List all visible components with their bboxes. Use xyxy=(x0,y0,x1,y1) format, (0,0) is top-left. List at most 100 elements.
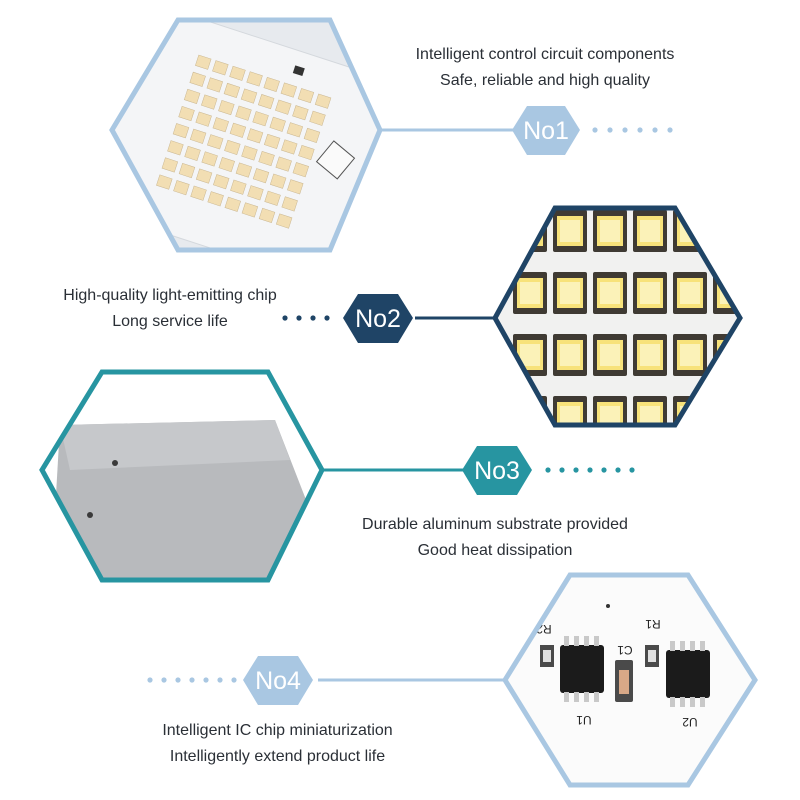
led-chip xyxy=(212,60,229,76)
led-module-image xyxy=(112,20,380,250)
led-chip xyxy=(173,180,190,196)
led-chip xyxy=(161,157,179,173)
hexagon-frame xyxy=(502,572,758,788)
led-chip xyxy=(207,134,224,150)
led-chip xyxy=(275,156,292,172)
led-chip xyxy=(189,71,206,87)
led-chip xyxy=(258,207,276,224)
led-chip xyxy=(673,334,707,376)
led-chip xyxy=(673,458,707,500)
led-chip xyxy=(230,179,247,195)
led-chip xyxy=(281,196,298,212)
led-chip-closeup-image xyxy=(495,208,747,500)
board-label-c1: C1 xyxy=(617,643,633,657)
feature-1-line-2: Safe, reliable and high quality xyxy=(440,72,650,89)
feature-2-line-2: Long service life xyxy=(112,313,228,330)
led-chip xyxy=(713,210,740,252)
led-chip xyxy=(281,139,298,155)
led-chip xyxy=(229,65,246,81)
badge-label: No3 xyxy=(474,457,520,485)
feature-3-line-1: Durable aluminum substrate provided xyxy=(362,516,628,533)
feature-2-line-1: High-quality light-emitting chip xyxy=(63,287,277,304)
led-chip xyxy=(167,140,184,156)
board-label-u2: U2 xyxy=(682,715,698,729)
hexagon-frame xyxy=(492,205,743,428)
badge-label: No1 xyxy=(523,117,569,145)
led-chip xyxy=(172,123,190,139)
feature-2-description: High-quality light-emitting chip Long se… xyxy=(30,283,310,335)
ic-chip-u2 xyxy=(666,641,710,707)
led-chip xyxy=(246,128,264,144)
feature-4-line-1: Intelligent IC chip miniaturization xyxy=(162,722,393,739)
feature-1: No1 xyxy=(109,17,673,253)
led-chip xyxy=(195,54,212,70)
dot-trail xyxy=(592,127,673,133)
badge-label: No4 xyxy=(255,667,301,695)
badge-no2: No2 xyxy=(343,294,413,343)
led-chip xyxy=(286,122,304,138)
dot-trail xyxy=(545,467,635,473)
led-chip xyxy=(201,151,218,167)
led-chip xyxy=(280,82,298,98)
led-chip xyxy=(593,210,627,252)
led-chip xyxy=(240,88,258,104)
led-chip xyxy=(258,150,275,167)
led-chip xyxy=(633,396,667,425)
hexagon-frame xyxy=(109,17,383,253)
led-chip xyxy=(292,162,310,178)
badge-label: No2 xyxy=(355,305,401,333)
led-chip xyxy=(207,191,224,207)
led-chip xyxy=(593,396,627,425)
led-chip xyxy=(247,185,264,201)
led-chip xyxy=(189,128,207,144)
led-chip xyxy=(269,173,287,189)
led-chip xyxy=(263,76,280,93)
led-chip xyxy=(183,88,201,105)
led-chip xyxy=(218,156,235,173)
led-chip xyxy=(263,133,281,149)
led-chip xyxy=(593,334,627,376)
led-chip xyxy=(513,272,547,314)
led-chip xyxy=(673,272,707,314)
feature-3-line-2: Good heat dissipation xyxy=(417,542,573,559)
ic-chip-u1 xyxy=(560,636,604,702)
board-label-u1: U1 xyxy=(576,713,592,727)
led-chip xyxy=(235,162,253,178)
led-chip xyxy=(553,210,587,252)
led-chip xyxy=(224,196,241,212)
feature-1-line-1: Intelligent control circuit components xyxy=(415,46,675,63)
led-chip xyxy=(303,127,321,143)
led-chip xyxy=(287,179,304,195)
led-chip xyxy=(553,334,587,376)
led-chip xyxy=(633,272,667,314)
led-chip xyxy=(593,272,627,314)
led-chip xyxy=(235,105,252,121)
led-grid xyxy=(156,54,332,229)
led-chip xyxy=(218,100,235,116)
led-chip xyxy=(195,111,212,127)
feature-4-description: Intelligent IC chip miniaturization Inte… xyxy=(135,718,420,770)
led-chip xyxy=(264,190,281,206)
led-chip xyxy=(553,458,587,500)
led-chip xyxy=(252,168,270,184)
led-chip xyxy=(241,202,259,218)
led-chip xyxy=(178,162,196,179)
led-chip xyxy=(195,168,213,184)
led-chip xyxy=(633,210,667,252)
led-chip xyxy=(553,272,587,314)
led-chip xyxy=(553,396,587,425)
led-chip xyxy=(713,458,747,500)
led-chip xyxy=(190,185,207,201)
led-chip xyxy=(275,99,292,115)
ic-chip-board-image: R2 R1 C1 U1 U2 xyxy=(505,575,755,785)
led-chip xyxy=(314,93,332,109)
led-chip xyxy=(309,110,326,126)
badge-no1: No1 xyxy=(512,106,580,155)
led-chip xyxy=(593,458,627,500)
led-chip xyxy=(275,213,293,229)
badge-no3: No3 xyxy=(462,446,532,495)
led-chip xyxy=(206,77,223,93)
led-chip xyxy=(178,106,195,122)
feature-3: No3 xyxy=(39,369,635,583)
